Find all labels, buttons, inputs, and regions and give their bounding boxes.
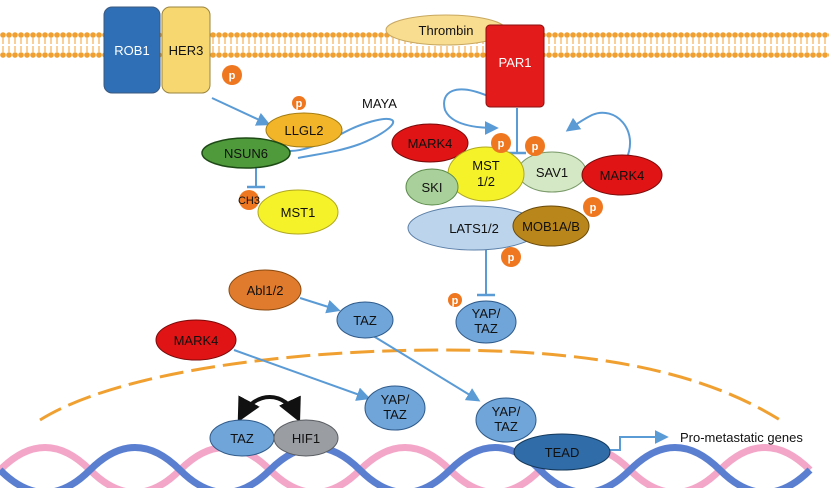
yaptaz-cyto-line1: YAP/: [472, 306, 501, 321]
mark4-bottom-node: MARK4: [155, 319, 237, 361]
phospho-sav1: p: [525, 136, 545, 156]
arrows: [211, 88, 669, 451]
mark4-right-label: MARK4: [600, 168, 645, 183]
mob1ab-node: MOB1A/B: [512, 205, 590, 247]
tead-label: TEAD: [545, 445, 580, 460]
svg-text:p: p: [508, 252, 515, 264]
pro-metastatic-genes-label: Pro-metastatic genes: [680, 430, 803, 445]
svg-text:p: p: [229, 70, 236, 82]
par1-label: PAR1: [499, 55, 532, 70]
nsun6-label: NSUN6: [224, 146, 268, 161]
svg-text:p: p: [296, 98, 303, 110]
sav1-node: SAV1: [517, 151, 587, 193]
par1-receptor: PAR1: [485, 24, 545, 108]
hif1-node: HIF1: [273, 419, 339, 457]
taz-cyto-node: TAZ: [336, 301, 394, 339]
sav1-label: SAV1: [536, 165, 568, 180]
mst1-label: MST1: [281, 205, 316, 220]
ski-node: SKI: [405, 168, 459, 206]
yaptaz-nuc1-node: YAP/ TAZ: [364, 385, 426, 431]
yaptaz-nuc2-line1: YAP/: [492, 404, 521, 419]
phospho-badges: p p p p p p p: [222, 65, 603, 307]
svg-text:p: p: [532, 141, 539, 153]
svg-text:p: p: [498, 138, 505, 150]
nsun6-node: NSUN6: [201, 137, 291, 169]
mst1-node: MST1: [257, 189, 339, 235]
phospho-mob1ab: p: [583, 197, 603, 217]
phospho-lats12: p: [501, 247, 521, 267]
phospho-mst12: p: [491, 133, 511, 153]
abl12-label: Abl1/2: [247, 283, 284, 298]
phospho-yaptaz: p: [448, 293, 462, 307]
mst12-node: MST 1/2: [447, 146, 525, 202]
phospho-her3: p: [222, 65, 242, 85]
dna-helix: [0, 444, 813, 488]
rob1-receptor: ROB1: [103, 6, 161, 94]
her3-label: HER3: [169, 43, 204, 58]
lats12-node: LATS1/2: [407, 205, 541, 251]
hif1-label: HIF1: [292, 431, 320, 446]
yaptaz-nuc2-node: YAP/ TAZ: [475, 397, 537, 443]
svg-text:p: p: [590, 202, 597, 214]
nuclear-envelope: [39, 348, 781, 422]
thrombin-node: Thrombin: [385, 14, 507, 46]
abl12-node: Abl1/2: [228, 269, 302, 311]
ch3-badge: CH3: [238, 190, 260, 210]
taz-cyto-label: TAZ: [353, 313, 377, 328]
llgl2-node: LLGL2: [265, 112, 343, 148]
her3-receptor: HER3: [161, 6, 211, 94]
thrombin-label: Thrombin: [419, 23, 474, 38]
mst12-label-line1: MST: [472, 158, 500, 173]
mob1ab-label: MOB1A/B: [522, 219, 580, 234]
mst12-label-line2: 1/2: [477, 174, 495, 189]
svg-text:p: p: [452, 295, 459, 307]
mark4-bottom-label: MARK4: [174, 333, 219, 348]
yaptaz-cyto-line2: TAZ: [474, 321, 498, 336]
tead-node: TEAD: [513, 433, 611, 471]
yaptaz-nuc2-line2: TAZ: [494, 419, 518, 434]
mark4-left-label: MARK4: [408, 136, 453, 151]
yaptaz-nuc1-line2: TAZ: [383, 407, 407, 422]
ch3-label: CH3: [238, 195, 260, 207]
mark4-left-node: MARK4: [391, 123, 469, 163]
maya-label: MAYA: [362, 96, 397, 111]
yaptaz-nuc1-line1: YAP/: [381, 392, 410, 407]
yaptaz-cyto-node: YAP/ TAZ: [455, 300, 517, 344]
rob1-label: ROB1: [114, 43, 149, 58]
lats12-label: LATS1/2: [449, 221, 499, 236]
taz-nuc-node: TAZ: [209, 419, 275, 457]
llgl2-label: LLGL2: [284, 123, 323, 138]
taz-nuc-label: TAZ: [230, 431, 254, 446]
mark4-right-node: MARK4: [581, 154, 663, 196]
phospho-llgl2: p: [292, 96, 306, 110]
ski-label: SKI: [422, 180, 443, 195]
